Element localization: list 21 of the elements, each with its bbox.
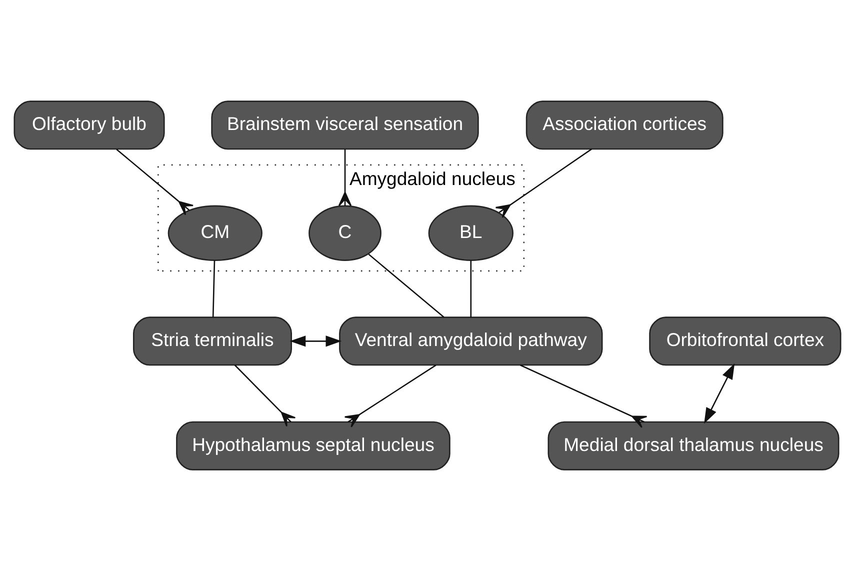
node-box: Stria terminalis (133, 316, 292, 366)
connector (116, 148, 194, 216)
node-box: Ventral amygdaloid pathway (339, 316, 603, 366)
node-box: Association cortices (526, 100, 724, 150)
connector (234, 364, 296, 427)
arrow (704, 363, 735, 424)
node-ellipse: CM (168, 205, 262, 261)
node-box: Brainstem visceral sensation (211, 100, 479, 150)
connector (495, 148, 592, 218)
node-box: Hypothalamus septal nucleus (176, 421, 450, 470)
arrow (290, 336, 342, 347)
node-box: Olfactory bulb (14, 100, 165, 150)
connector (212, 260, 216, 318)
connector (338, 149, 352, 206)
connector (344, 364, 436, 428)
connector (368, 254, 444, 318)
node-box: Orbitofrontal cortex (649, 316, 842, 366)
node-box: Medial dorsal thalamus nucleus (548, 421, 840, 470)
connector (520, 364, 648, 428)
node-ellipse: C (308, 205, 382, 261)
connector (470, 260, 472, 318)
